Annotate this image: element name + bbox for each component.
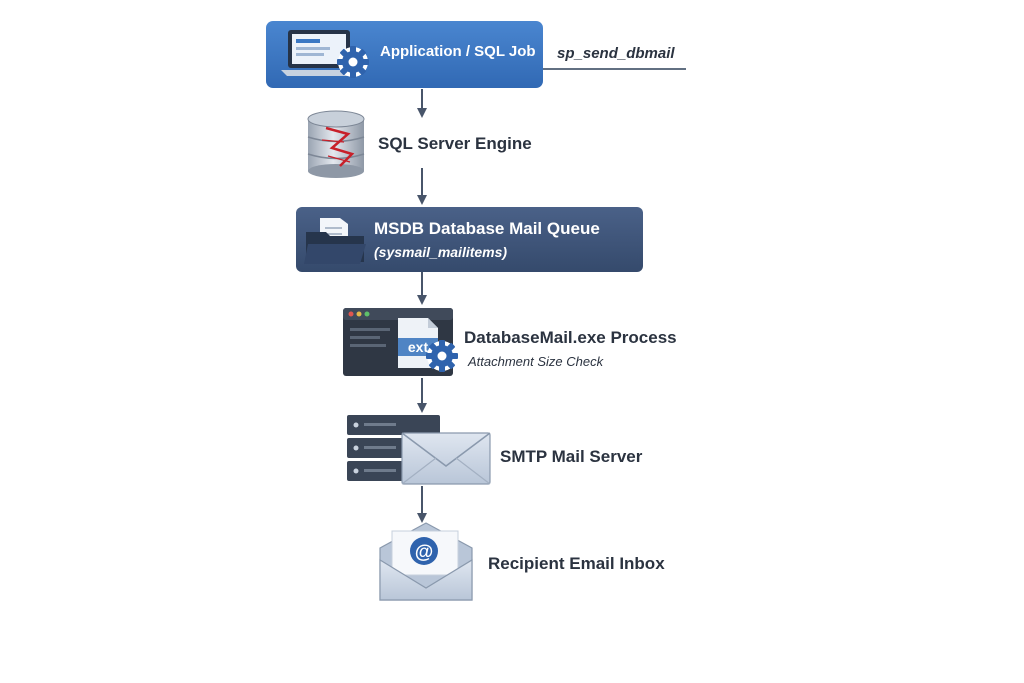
inbox-step: @ <box>379 522 473 601</box>
smtp-title: SMTP Mail Server <box>500 447 643 466</box>
process-step: ext <box>343 308 458 376</box>
inbox-title: Recipient Email Inbox <box>488 554 665 573</box>
process-title: DatabaseMail.exe Process <box>464 328 677 347</box>
engine-step <box>307 110 365 178</box>
engine-title: SQL Server Engine <box>378 134 532 153</box>
process-note: Attachment Size Check <box>468 354 604 369</box>
inbox-badge-text: @ <box>415 542 434 563</box>
queue-box <box>296 207 643 272</box>
queue-title: MSDB Database Mail Queue <box>374 219 600 238</box>
folder-document-icon <box>304 218 366 264</box>
process-badge-text: ext <box>408 339 429 355</box>
open-envelope-at-icon: @ <box>379 522 473 601</box>
terminal-window-ext-icon: ext <box>343 308 458 376</box>
application-note: sp_send_dbmail <box>557 45 675 62</box>
server-envelope-icon <box>347 415 491 485</box>
queue-step <box>296 207 643 272</box>
application-step <box>266 21 686 88</box>
database-cylinder-icon <box>307 110 365 178</box>
smtp-step <box>347 415 491 485</box>
laptop-gear-icon <box>281 30 369 78</box>
application-title: Application / SQL Job <box>380 43 536 60</box>
queue-subtitle: (sysmail_mailitems) <box>374 244 508 260</box>
